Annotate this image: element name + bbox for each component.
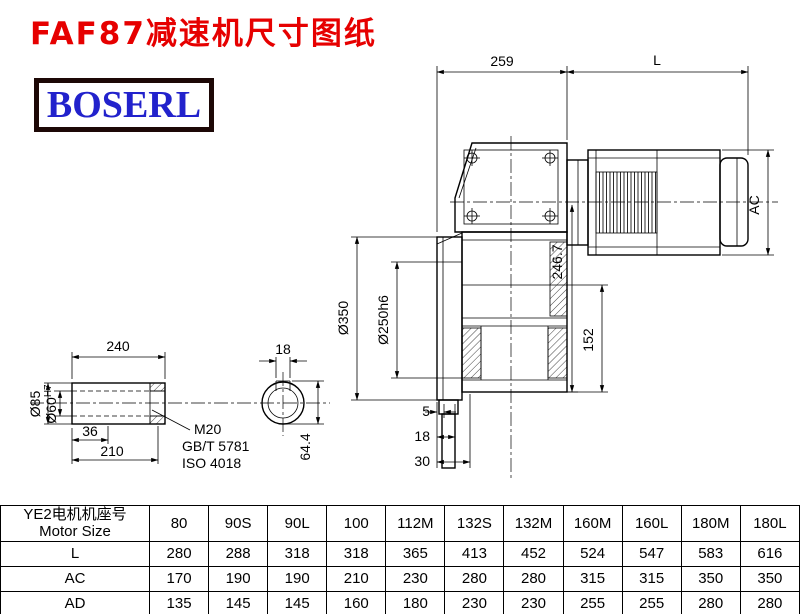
technical-drawing: 259 L AC Ø350 Ø250h6 246.7 — [27, 52, 778, 478]
table-header-cell: YE2电机机座号 Motor Size — [0, 505, 150, 542]
dim-259-label: 259 — [490, 53, 514, 69]
table-row-AD: AD 135 145 145 160 180 230 230 255 255 2… — [0, 590, 800, 614]
dim-246-7-label: 246.7 — [549, 244, 565, 279]
table-cell: 365 — [385, 540, 446, 567]
table-cell: 160 — [326, 590, 387, 614]
table-cell: 616 — [739, 540, 800, 567]
size-col: 180M — [680, 505, 741, 542]
boserl-logo: BOSERL — [34, 78, 214, 132]
dim-keyway-18-label: 18 — [275, 341, 291, 357]
table-cell: 190 — [267, 565, 328, 592]
size-col: 132M — [503, 505, 564, 542]
table-cell: 145 — [208, 590, 269, 614]
size-col: 80 — [148, 505, 210, 542]
page-title: FAF87减速机尺寸图纸 — [30, 16, 377, 52]
table-cell: 280 — [503, 565, 564, 592]
table-cell: 280 — [680, 590, 741, 614]
dim-18-label: 18 — [414, 428, 430, 444]
table-cell: 280 — [444, 565, 505, 592]
motor-size-table: YE2电机机座号 Motor Size 80 90S 90L 100 112M … — [0, 505, 800, 614]
table-cell: 547 — [621, 540, 682, 567]
dim-60h7-label: Ø60H7 — [43, 384, 59, 424]
dim-L-label: L — [653, 52, 661, 68]
dim-AC-label: AC — [746, 195, 762, 214]
table-cell: 524 — [562, 540, 623, 567]
table-cell: 230 — [385, 565, 446, 592]
table-cell: 318 — [326, 540, 387, 567]
dim-152-label: 152 — [580, 328, 596, 352]
table-row-L: L 280 288 318 318 365 413 452 524 547 58… — [0, 540, 800, 567]
table-header-row: YE2电机机座号 Motor Size 80 90S 90L 100 112M … — [0, 505, 800, 542]
table-cell: 255 — [562, 590, 623, 614]
table-cell: 135 — [148, 590, 210, 614]
table-cell: 180 — [385, 590, 446, 614]
table-cell: 350 — [739, 565, 800, 592]
thread-m20-label: M20 — [194, 421, 221, 437]
dim-240-label: 240 — [106, 338, 130, 354]
dim-30-label: 30 — [414, 453, 430, 469]
dim-64-4-label: 64.4 — [297, 433, 313, 460]
table-cell: 230 — [444, 590, 505, 614]
dim-350-label: Ø350 — [335, 301, 351, 335]
table-cell: 315 — [621, 565, 682, 592]
row-label: AC — [0, 565, 150, 592]
table-row-AC: AC 170 190 190 210 230 280 280 315 315 3… — [0, 565, 800, 592]
size-col: 160L — [621, 505, 682, 542]
logo-text: BOSERL — [46, 84, 202, 126]
table-header-cn: YE2电机机座号 — [23, 506, 127, 523]
table-cell: 145 — [267, 590, 328, 614]
table-cell: 230 — [503, 590, 564, 614]
shaft-section-view: 18 64.4 — [259, 341, 324, 461]
shaft-detail-view: 240 Ø85 Ø60H7 36 210 M20 GB/T 5781 — [27, 338, 330, 471]
table-cell: 190 — [208, 565, 269, 592]
table-cell: 413 — [444, 540, 505, 567]
table-cell: 583 — [680, 540, 741, 567]
main-view — [436, 136, 778, 478]
table-cell: 288 — [208, 540, 269, 567]
table-cell: 170 — [148, 565, 210, 592]
table-cell: 210 — [326, 565, 387, 592]
size-col: 100 — [326, 505, 387, 542]
standard-gb-label: GB/T 5781 — [182, 438, 250, 454]
size-col: 180L — [739, 505, 800, 542]
dim-85-label: Ø85 — [27, 391, 43, 418]
dim-250h6-label: Ø250h6 — [375, 295, 391, 345]
bolt-marks — [464, 150, 558, 224]
dim-210-label: 210 — [100, 443, 124, 459]
table-cell: 350 — [680, 565, 741, 592]
row-label: L — [0, 540, 150, 567]
dimensions-main: 259 L AC Ø350 Ø250h6 246.7 — [335, 52, 774, 469]
size-col: 90S — [208, 505, 269, 542]
row-label: AD — [0, 590, 150, 614]
size-col: 132S — [444, 505, 505, 542]
dim-36-label: 36 — [82, 423, 98, 439]
table-cell: 452 — [503, 540, 564, 567]
dim-5-label: 5 — [422, 403, 430, 419]
table-cell: 280 — [148, 540, 210, 567]
size-col: 90L — [267, 505, 328, 542]
table-cell: 315 — [562, 565, 623, 592]
size-col: 160M — [562, 505, 623, 542]
size-col: 112M — [385, 505, 446, 542]
table-cell: 255 — [621, 590, 682, 614]
table-cell: 318 — [267, 540, 328, 567]
standard-iso-label: ISO 4018 — [182, 455, 241, 471]
table-header-en: Motor Size — [39, 523, 111, 541]
table-cell: 280 — [739, 590, 800, 614]
